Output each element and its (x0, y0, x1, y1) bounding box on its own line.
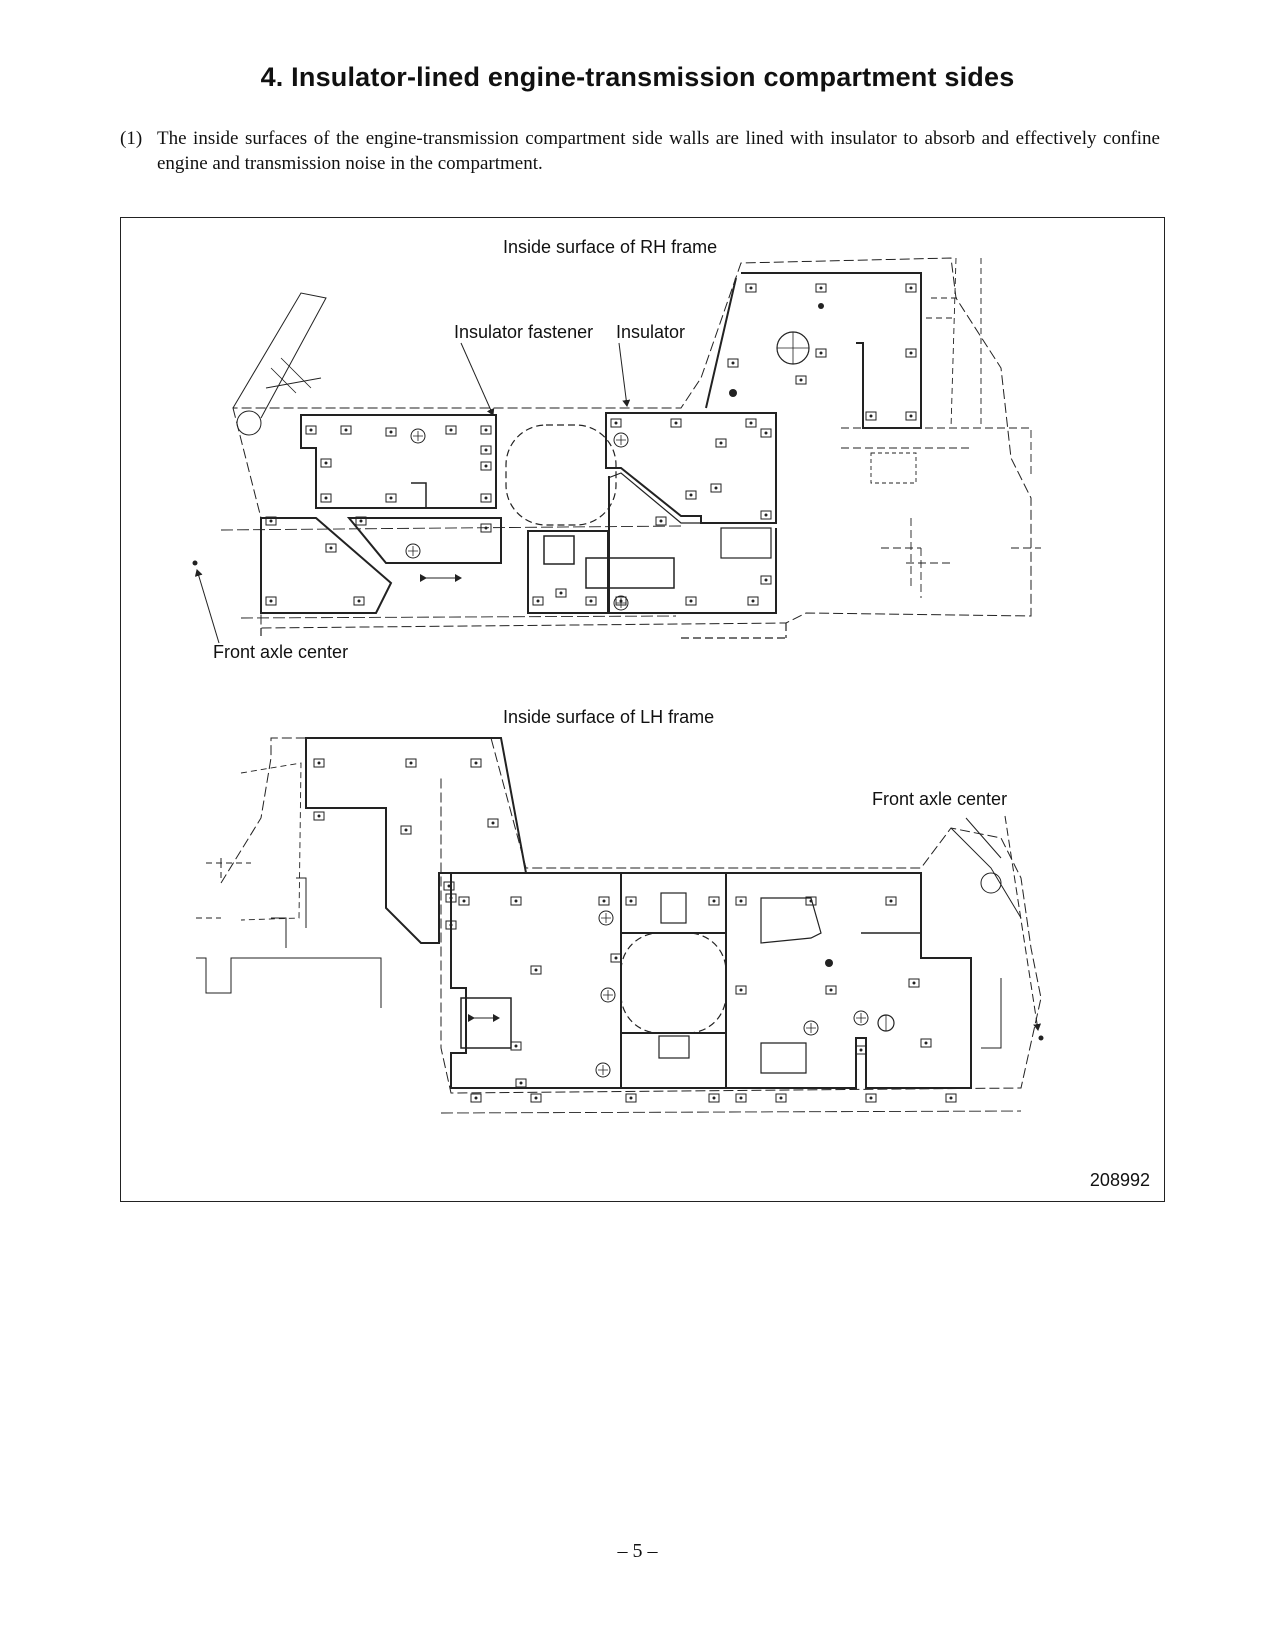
insulator-fastener-callout: Insulator fastener (454, 322, 594, 342)
rh-front-axle-label: Front axle center (213, 642, 349, 662)
paragraph-1: (1) The inside surfaces of the engine-tr… (120, 126, 1160, 176)
rh-frame-title: Inside surface of RH frame (503, 237, 718, 257)
lh-frame-drawing (196, 737, 1044, 1114)
figure-number: 208992 (1089, 1170, 1150, 1190)
paragraph-text: The inside surfaces of the engine-transm… (157, 128, 1160, 174)
insulator-callout: Insulator (616, 322, 686, 342)
section-title: 4. Insulator-lined engine-transmission c… (260, 62, 1015, 92)
lh-frame-title: Inside surface of LH frame (503, 707, 715, 727)
frame-drawings (192, 257, 1044, 1114)
rh-frame-drawing (192, 257, 1041, 644)
paragraph-number: (1) (120, 128, 143, 149)
lh-front-axle-label: Front axle center (872, 789, 1008, 809)
page-number: – 5 – (617, 1540, 658, 1562)
insulator-figure: Inside surface of RH frame Insulator fas… (120, 217, 1165, 1202)
